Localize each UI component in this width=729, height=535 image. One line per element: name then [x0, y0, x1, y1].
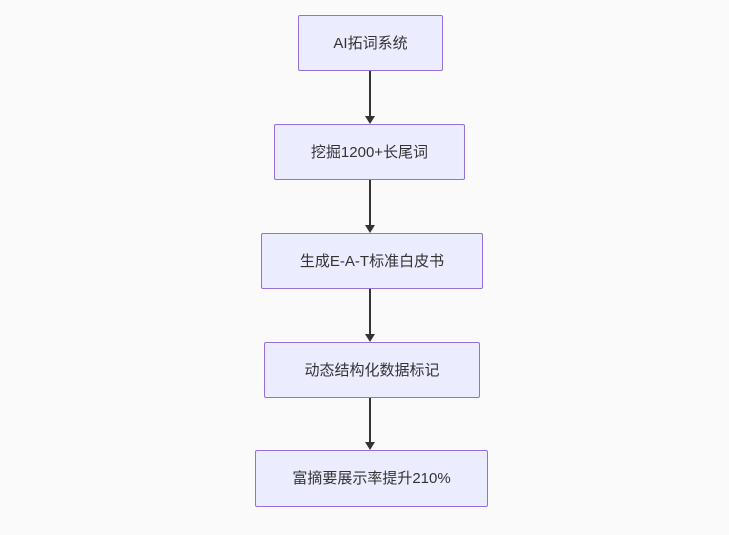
arrowhead-down-icon — [365, 116, 375, 124]
flow-node-label: 挖掘1200+长尾词 — [310, 143, 429, 161]
flow-node-structured-data-markup: 动态结构化数据标记 — [264, 342, 480, 398]
flow-arrow-1 — [364, 71, 376, 124]
flow-node-rich-snippet-result: 富摘要展示率提升210% — [255, 450, 488, 507]
flow-node-label: 富摘要展示率提升210% — [292, 470, 451, 487]
flow-arrow-4 — [364, 398, 376, 450]
flow-node-ai-keyword-system: AI拓词系统 — [298, 15, 443, 71]
arrow-shaft — [369, 398, 371, 442]
arrow-shaft — [369, 71, 371, 116]
flow-arrow-3 — [364, 289, 376, 342]
flow-node-eat-whitepaper: 生成E-A-T标准白皮书 — [261, 233, 483, 289]
arrow-shaft — [369, 180, 371, 225]
arrow-shaft — [369, 289, 371, 334]
arrowhead-down-icon — [365, 442, 375, 450]
flow-node-label: 动态结构化数据标记 — [304, 361, 440, 379]
arrowhead-down-icon — [365, 334, 375, 342]
flow-node-label: 生成E-A-T标准白皮书 — [299, 252, 445, 270]
flow-node-label: AI拓词系统 — [333, 34, 408, 52]
arrowhead-down-icon — [365, 225, 375, 233]
flow-arrow-2 — [364, 180, 376, 233]
flow-node-longtail-mining: 挖掘1200+长尾词 — [274, 124, 465, 180]
